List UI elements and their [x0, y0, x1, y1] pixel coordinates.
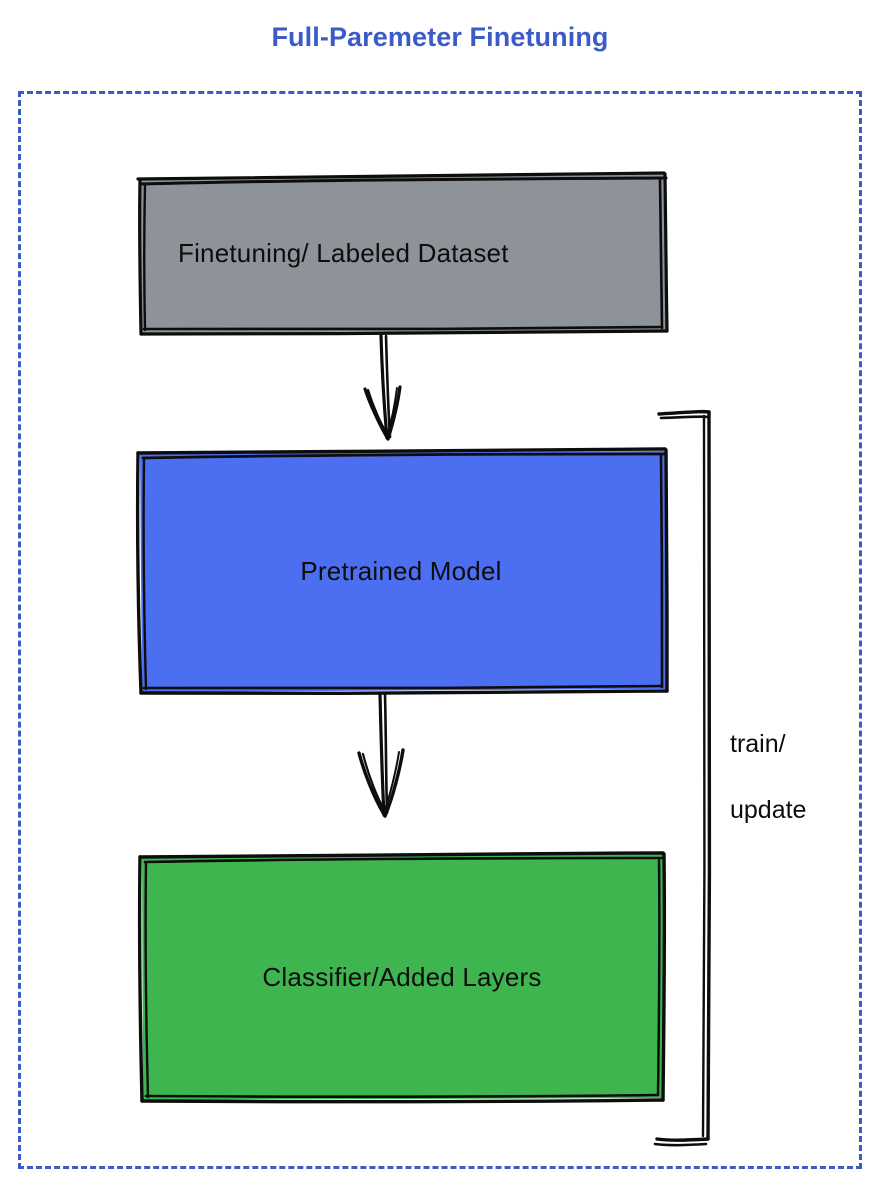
node-dataset[interactable]: Finetuning/ Labeled Dataset	[134, 168, 670, 338]
node-dataset-label: Finetuning/ Labeled Dataset	[178, 237, 509, 268]
node-classifier-added-layers[interactable]: Classifier/Added Layers	[136, 850, 668, 1104]
node-pretrained-model-label: Pretrained Model	[300, 555, 502, 586]
page-title: Full-Paremeter Finetuning	[271, 22, 609, 52]
node-classifier-added-layers-shape	[137, 851, 667, 1104]
connector-dataset-to-pretrained	[363, 334, 402, 441]
feedback-loop-label-line2: update	[730, 796, 807, 824]
feedback-loop-label: train/ update	[730, 695, 850, 860]
connector-pretrained-to-classifier	[357, 692, 405, 818]
node-dataset-shape	[136, 171, 669, 336]
node-pretrained-model[interactable]: Pretrained Model	[133, 446, 669, 696]
feedback-loop-label-line1: train/	[730, 730, 786, 758]
node-pretrained-model-shape	[135, 447, 669, 696]
node-classifier-added-layers-label: Classifier/Added Layers	[262, 961, 542, 992]
